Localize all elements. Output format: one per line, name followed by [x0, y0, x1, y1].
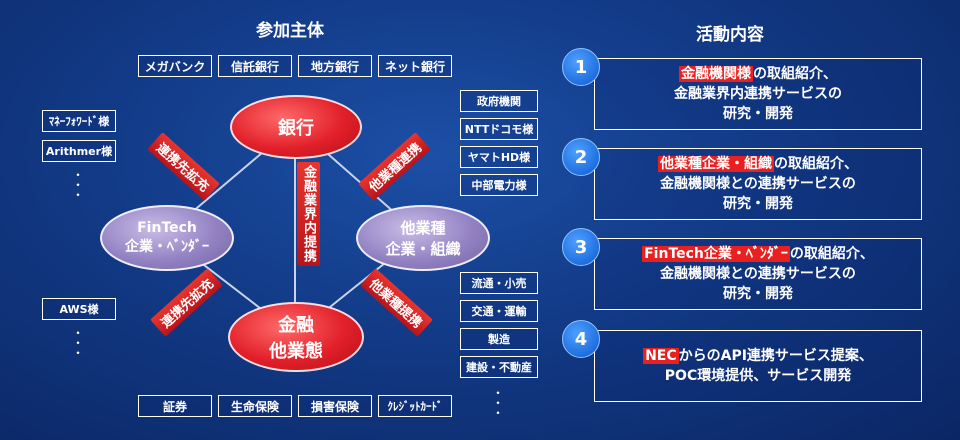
other-industry-box: NTTドコモ様: [460, 118, 538, 140]
other-industry-box: 政府機関: [460, 90, 538, 112]
activity-4-line2: POC環境提供、サービス開発: [664, 368, 852, 384]
bank-type-box: 地方銀行: [298, 55, 372, 77]
other-node-label-1: 他業種: [400, 219, 446, 237]
finance-type-box: 損害保険: [298, 395, 372, 417]
finance-node-label-1: 金融: [278, 315, 314, 336]
activity-3-line1: の取組紹介、: [789, 246, 874, 262]
finance-node: 金融 他業態: [228, 302, 364, 372]
bank-type-box: ネット銀行: [378, 55, 452, 77]
activity-2-highlight: 他業種企業・組織: [658, 156, 774, 172]
other-industry-box: 交通・運輸: [460, 300, 538, 322]
activity-1-highlight: 金融機関様: [679, 66, 753, 82]
activity-number-badge: 2: [562, 138, 600, 176]
other-industry-box: 製造: [460, 328, 538, 350]
finance-type-box: 証券: [138, 395, 212, 417]
fintech-partner-box: AWS様: [42, 298, 116, 320]
participants-title: 参加主体: [256, 21, 324, 41]
fintech-node: FinTech 企業・ﾍﾞﾝﾀﾞｰ: [100, 205, 234, 271]
other-industry-box: ヤマトHD様: [460, 146, 538, 168]
activity-number-badge: 3: [562, 228, 600, 266]
finance-type-box: 生命保険: [218, 395, 292, 417]
other-node-label-2: 企業・組織: [385, 240, 461, 258]
activity-3-line2: 金融機関様との連携サービスの: [660, 266, 856, 282]
activity-box-2: 他業種企業・組織の取組紹介、 金融機関様との連携サービスの 研究・開発: [594, 148, 922, 220]
fintech-partner-box: ﾏﾈｰﾌｫﾜｰﾄﾞ様: [42, 110, 116, 132]
activity-number-badge: 4: [562, 320, 600, 358]
activity-number-badge: 1: [562, 48, 600, 86]
ellipsis-dots: ・・・: [492, 386, 505, 420]
bank-node: 銀行: [230, 95, 362, 159]
activity-box-3: FinTech企業・ﾍﾞﾝﾀﾞｰの取組紹介、 金融機関様との連携サービスの 研究…: [594, 238, 922, 310]
ellipsis-dots: ・・・: [72, 326, 85, 360]
other-industry-box: 建設・不動産: [460, 356, 538, 378]
activity-1-line2: 金融業界内連携サービスの: [674, 86, 842, 102]
activity-3-line3: 研究・開発: [723, 286, 793, 302]
fintech-node-label-2: 企業・ﾍﾞﾝﾀﾞｰ: [125, 239, 209, 255]
bank-node-label: 銀行: [278, 118, 314, 139]
activity-2-line3: 研究・開発: [723, 196, 793, 212]
activity-box-1: 金融機関様の取組紹介、 金融業界内連携サービスの 研究・開発: [594, 58, 922, 130]
other-industry-box: 中部電力様: [460, 174, 538, 196]
edge-label-center: 金融業界内提携: [297, 162, 320, 266]
bank-type-box: メガバンク: [138, 55, 212, 77]
fintech-node-label-1: FinTech: [137, 220, 197, 236]
activity-3-highlight: FinTech企業・ﾍﾞﾝﾀﾞｰ: [642, 246, 790, 262]
fintech-partner-box: Arithmer様: [42, 140, 116, 162]
other-industry-node: 他業種 企業・組織: [356, 205, 490, 271]
activity-4-line1: からのAPI連携サービス提案、: [678, 348, 873, 364]
activity-1-line3: 研究・開発: [723, 106, 793, 122]
activity-2-line1: の取組紹介、: [774, 156, 858, 172]
activities-title: 活動内容: [696, 25, 764, 45]
ellipsis-dots: ・・・: [72, 168, 85, 202]
bank-type-box: 信託銀行: [218, 55, 292, 77]
finance-node-label-2: 他業態: [269, 341, 323, 362]
activity-4-highlight: NEC: [643, 348, 679, 364]
finance-type-box: ｸﾚｼﾞｯﾄｶｰﾄﾞ: [378, 395, 452, 417]
other-industry-box: 流通・小売: [460, 272, 538, 294]
activity-2-line2: 金融機関様との連携サービスの: [660, 176, 856, 192]
activity-1-line1: の取組紹介、: [753, 66, 837, 82]
